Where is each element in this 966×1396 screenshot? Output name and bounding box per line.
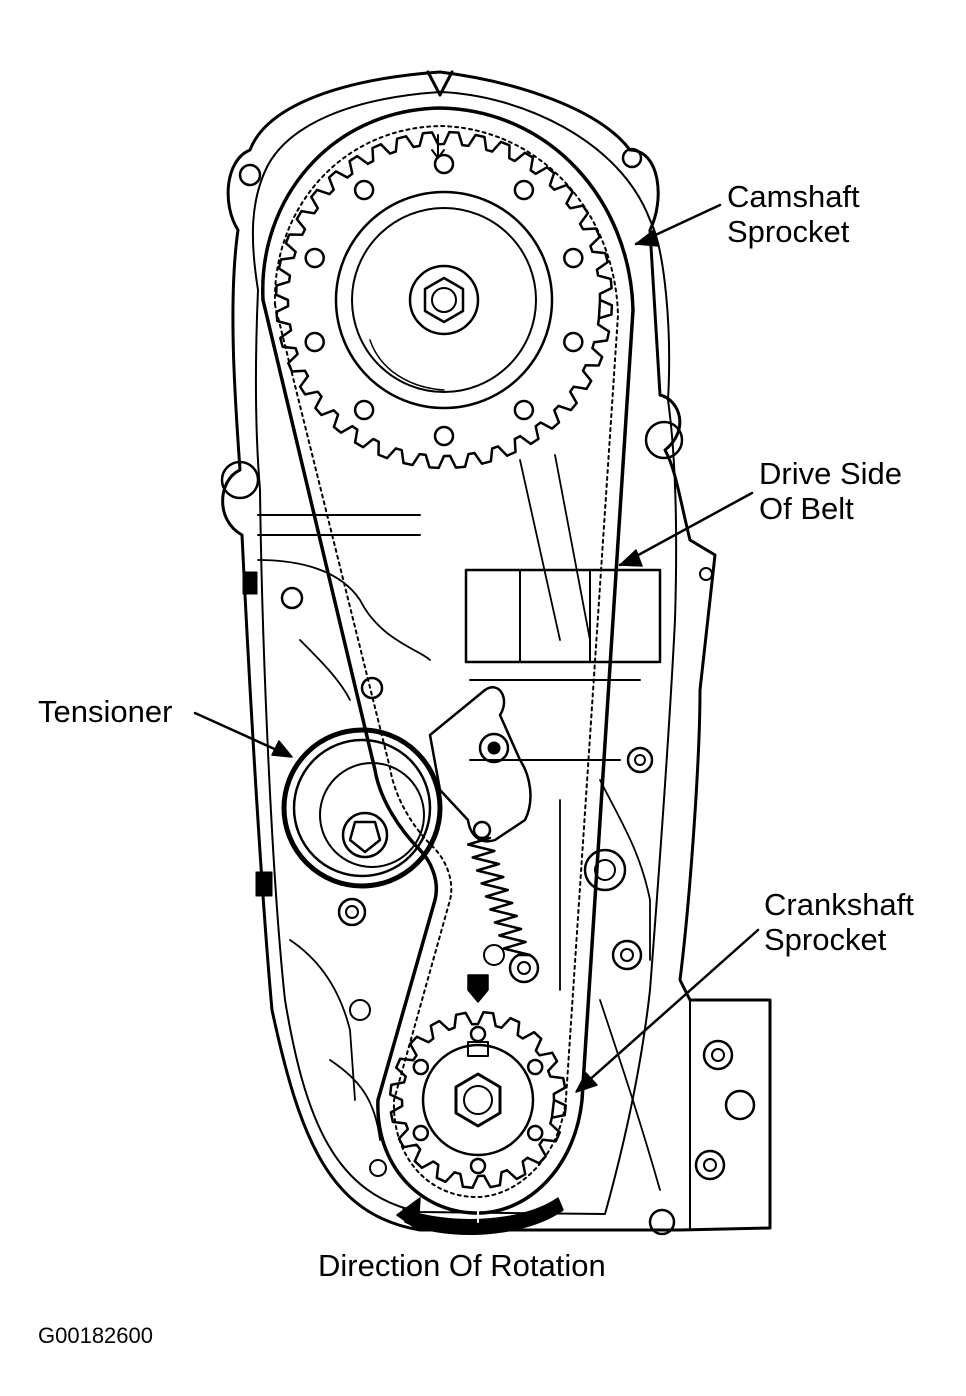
block-bolt bbox=[369, 1159, 387, 1177]
block-bolt bbox=[626, 746, 654, 774]
block-bolt bbox=[349, 999, 371, 1021]
tensioner-bracket bbox=[428, 686, 532, 843]
block-bolt bbox=[694, 1149, 726, 1181]
crankshaft-timing-mark bbox=[467, 974, 489, 1003]
tensioner-bolt bbox=[348, 820, 382, 854]
drive-side-label: Drive Side Of Belt bbox=[759, 456, 902, 526]
rotation-arrow-arc bbox=[402, 1197, 564, 1236]
crankshaft-hub bbox=[421, 1043, 535, 1157]
cover-clip bbox=[255, 871, 273, 897]
crank-sprocket-teeth bbox=[388, 1010, 568, 1190]
camshaft-hub-inner bbox=[351, 207, 537, 393]
timing-cover-inner bbox=[251, 91, 678, 1215]
tensioner-pulley-rim bbox=[292, 738, 432, 878]
cam-sprocket-hole bbox=[433, 153, 455, 175]
block-bolt bbox=[702, 1039, 734, 1071]
tensioner-pivot-bolt bbox=[478, 732, 510, 764]
crank-sprocket-hole bbox=[526, 1124, 544, 1142]
crank-label-line1: Crankshaft bbox=[764, 887, 914, 922]
tensioner-spring bbox=[466, 820, 532, 957]
camshaft-bolt-washer bbox=[408, 264, 480, 336]
block-bolt bbox=[280, 586, 304, 610]
tensioner-label: Tensioner bbox=[38, 694, 173, 729]
drive-label-line1: Drive Side bbox=[759, 456, 902, 491]
camshaft-hub-outer bbox=[334, 190, 554, 410]
direction-of-rotation-label: Direction Of Rotation bbox=[318, 1248, 606, 1283]
mount-hole-topleft bbox=[238, 163, 262, 187]
leader-drive-head bbox=[619, 549, 643, 567]
leader-tensioner-head bbox=[271, 740, 293, 758]
figure-code: G00182600 bbox=[38, 1323, 153, 1348]
spring-coil bbox=[466, 836, 532, 957]
crank-label-line2: Sprocket bbox=[764, 922, 887, 957]
cam-sprocket-hole bbox=[513, 179, 535, 201]
cam-sprocket-teeth bbox=[274, 130, 614, 470]
cam-sprocket-hole bbox=[353, 179, 375, 201]
block-bolt bbox=[337, 897, 367, 927]
cam-sprocket-hole bbox=[353, 399, 375, 421]
timing-cover-outline bbox=[221, 70, 772, 1232]
block-bolt bbox=[611, 939, 643, 971]
crank-sprocket-hole bbox=[469, 1025, 487, 1043]
leader-camshaft-head bbox=[635, 229, 660, 247]
crankshaft-bolt bbox=[454, 1072, 502, 1128]
tensioner-pulley-outer bbox=[281, 727, 443, 889]
crank-sprocket-hole bbox=[526, 1058, 544, 1076]
camshaft-sprocket-label: Camshaft Sprocket bbox=[727, 179, 860, 249]
camshaft-label-line2: Sprocket bbox=[727, 214, 850, 249]
rotation-arrow-head bbox=[396, 1197, 421, 1231]
tensioner-hub bbox=[341, 811, 389, 859]
spring-hook bbox=[472, 820, 492, 840]
tensioner-pulley-bore bbox=[319, 762, 425, 868]
leader-crank bbox=[576, 928, 760, 1092]
camshaft-label-line1: Camshaft bbox=[727, 179, 860, 214]
crankshaft-sprocket-label: Crankshaft Sprocket bbox=[764, 887, 914, 957]
timing-belt-outer bbox=[261, 106, 635, 1215]
block-bolt bbox=[648, 1208, 676, 1236]
cover-clip bbox=[242, 571, 258, 595]
mount-lug-left bbox=[220, 460, 260, 500]
leader-drive bbox=[618, 491, 754, 567]
cam-sprocket-hole bbox=[563, 331, 584, 353]
crank-sprocket-hole bbox=[469, 1157, 487, 1175]
crank-sprocket-hole bbox=[412, 1124, 430, 1142]
cam-sprocket-hole bbox=[304, 247, 325, 269]
leader-tensioner bbox=[193, 711, 292, 758]
spring-anchor-bolt bbox=[508, 952, 540, 984]
camshaft-sprocket bbox=[274, 130, 614, 470]
cam-sprocket-hole bbox=[433, 425, 455, 447]
cam-sprocket-hole bbox=[563, 247, 584, 269]
block-bolt bbox=[483, 944, 505, 966]
camshaft-bolt bbox=[423, 276, 465, 324]
crankshaft-sprocket bbox=[388, 1010, 568, 1190]
cam-sprocket-hole bbox=[513, 399, 535, 421]
crank-sprocket-hole bbox=[412, 1058, 430, 1076]
mount-lug-right bbox=[644, 420, 684, 460]
cam-sprocket-hole bbox=[304, 331, 325, 353]
crankshaft-key bbox=[467, 1041, 489, 1057]
drive-label-line2: Of Belt bbox=[759, 491, 854, 526]
camshaft-timing-mark bbox=[431, 134, 445, 159]
leader-crank-head bbox=[575, 1072, 598, 1093]
block-bolt bbox=[724, 1089, 756, 1121]
block-bolt bbox=[583, 848, 627, 892]
mount-hole-topright bbox=[621, 147, 643, 169]
